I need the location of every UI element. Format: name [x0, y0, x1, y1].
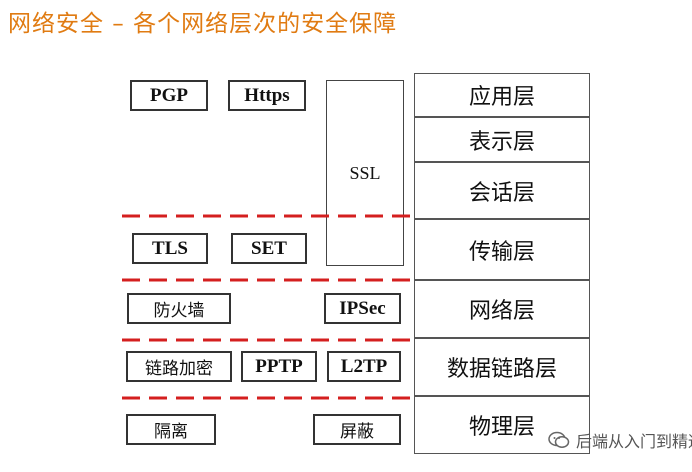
- layer-datalink: 数据链路层: [414, 338, 590, 396]
- protocol-l2tp: L2TP: [327, 351, 401, 382]
- watermark: 后端从入门到精通: [548, 428, 692, 452]
- watermark-text: 后端从入门到精通: [576, 432, 692, 451]
- layer-network: 网络层: [414, 280, 590, 338]
- protocol-link-encryption: 链路加密: [126, 351, 232, 382]
- layer-physical: 物理层: [414, 396, 590, 454]
- protocol-firewall: 防火墙: [127, 293, 231, 324]
- protocol-isolation: 隔离: [126, 414, 216, 445]
- protocol-ipsec: IPSec: [324, 293, 401, 324]
- layer-presentation: 表示层: [414, 117, 590, 162]
- protocol-https: Https: [228, 80, 306, 111]
- wechat-icon: [548, 431, 570, 448]
- page-title: 网络安全 – 各个网络层次的安全保障: [8, 11, 398, 37]
- protocol-tls: TLS: [132, 233, 208, 264]
- ssl-box: SSL: [326, 80, 404, 266]
- layer-application: 应用层: [414, 73, 590, 117]
- protocol-pgp: PGP: [130, 80, 208, 111]
- protocol-pptp: PPTP: [241, 351, 317, 382]
- protocol-shielding: 屏蔽: [313, 414, 401, 445]
- layer-transport: 传输层: [414, 219, 590, 280]
- protocol-set: SET: [231, 233, 307, 264]
- layer-session: 会话层: [414, 162, 590, 219]
